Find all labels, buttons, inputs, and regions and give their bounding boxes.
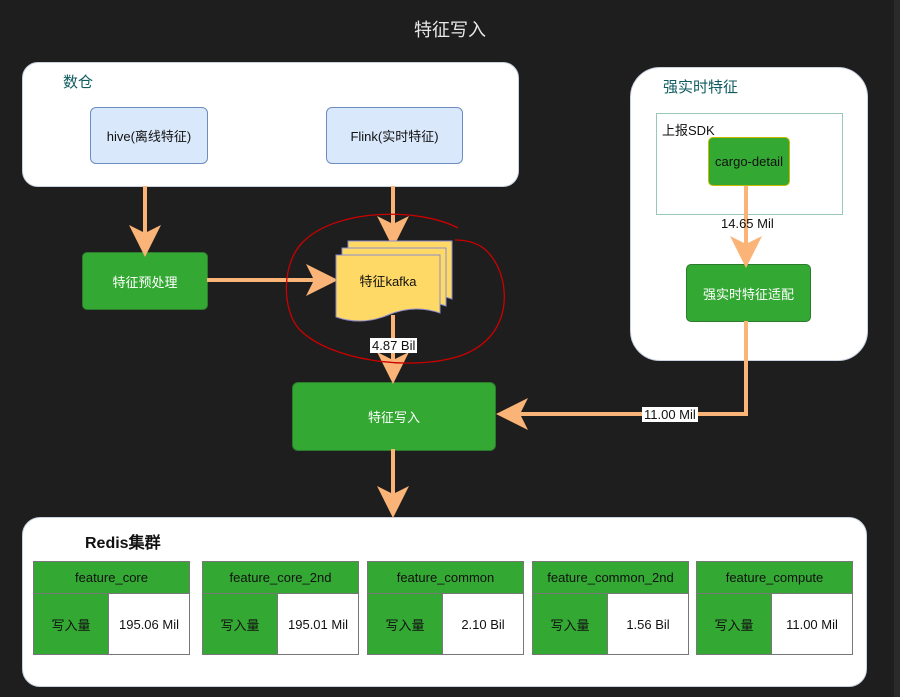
kafka-node-shape: [335, 240, 453, 322]
redis-table-name: feature_common: [368, 562, 523, 594]
write-volume-value: 1.56 Bil: [626, 616, 670, 632]
redis-label: Redis集群: [85, 535, 161, 552]
diagram-title: 特征写入: [414, 20, 486, 40]
red-annotation-circle: [285, 213, 505, 364]
write-volume-value: 11.00 Mil: [786, 616, 838, 632]
redis-table-row: 写入量 2.10 Bil: [368, 594, 523, 654]
scrollbar[interactable]: [894, 0, 900, 697]
redis-table-name: feature_core: [34, 562, 189, 594]
redis-table-row: 写入量 195.01 Mil: [203, 594, 358, 654]
redis-table-name: feature_compute: [697, 562, 852, 594]
sdk-label: 上报SDK: [662, 123, 715, 138]
kafka-node[interactable]: 特征kafka: [359, 273, 417, 289]
arrow-adapter-to-writer: [496, 321, 748, 430]
realtime-label: 强实时特征: [663, 79, 739, 96]
write-volume-key: 写入量: [697, 594, 772, 654]
adapter-throughput-label: 11.00 Mil: [642, 407, 698, 422]
warehouse-label: 数仓: [63, 74, 94, 91]
write-volume-key: 写入量: [533, 594, 608, 654]
redis-table-row: 写入量 195.06 Mil: [34, 594, 189, 654]
flink-node[interactable]: Flink(实时特征): [326, 107, 463, 164]
cargo-detail-node[interactable]: cargo-detail: [708, 137, 790, 186]
redis-table-row: 写入量 11.00 Mil: [697, 594, 852, 654]
redis-table-name: feature_core_2nd: [203, 562, 358, 594]
write-volume-key: 写入量: [368, 594, 443, 654]
write-volume-value: 195.06 Mil: [119, 616, 179, 632]
write-volume-key: 写入量: [34, 594, 109, 654]
write-volume-value: 195.01 Mil: [288, 616, 348, 632]
kafka-throughput-label: 4.87 Bil: [370, 338, 418, 353]
write-volume-key: 写入量: [203, 594, 278, 654]
redis-table-row: 写入量 1.56 Bil: [533, 594, 688, 654]
write-volume-value: 2.10 Bil: [461, 616, 505, 632]
hive-node[interactable]: hive(离线特征): [90, 107, 208, 164]
cargo-throughput-label: 14.65 Mil: [721, 216, 774, 231]
redis-table-name: feature_common_2nd: [533, 562, 688, 594]
